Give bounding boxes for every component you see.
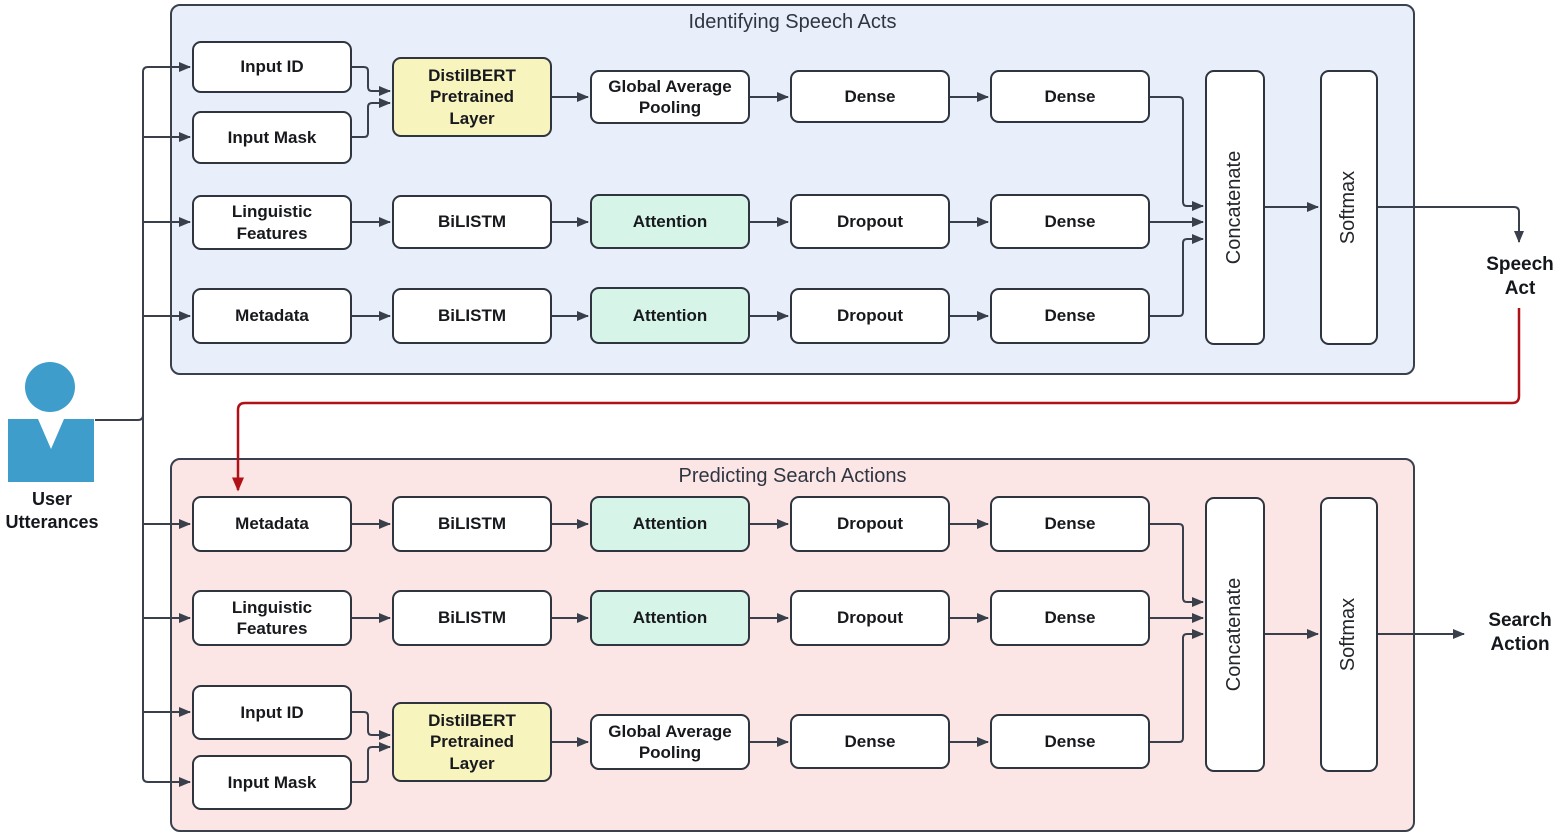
node-bilistm-bottom-2: BiLISTM — [392, 590, 552, 646]
node-dropout-top-1: Dropout — [790, 194, 950, 249]
node-label: Input Mask — [227, 127, 317, 147]
node-label: Dense — [1044, 211, 1096, 231]
node-label: Metadata — [235, 514, 309, 534]
node-label: BiLISTM — [438, 514, 506, 534]
node-input-id-bottom: Input ID — [192, 685, 352, 740]
node-label: Softmax — [1337, 597, 1360, 672]
connector-speech-act-to-metadata — [232, 308, 1521, 492]
node-linguistic-features-top: Linguistic Features — [192, 195, 352, 250]
connector-user-to-bottom — [142, 415, 191, 787]
connector — [1150, 629, 1204, 743]
node-label: Input ID — [240, 57, 304, 77]
node-label: Metadata — [235, 306, 309, 326]
node-label: BiLISTM — [438, 608, 506, 628]
node-dense-top-4: Dense — [990, 288, 1150, 344]
node-label: Softmax — [1337, 170, 1360, 245]
node-label: Dense — [844, 731, 896, 751]
node-label: Dense — [844, 86, 896, 106]
node-label: DistilBERT Pretrained Layer — [428, 66, 516, 128]
node-label: Input ID — [240, 702, 304, 722]
node-dense-bottom-1: Dense — [990, 496, 1150, 552]
node-label: Linguistic Features — [231, 202, 313, 243]
connector-user-to-top — [95, 62, 191, 421]
node-label: Global Average Pooling — [608, 721, 732, 762]
node-input-id-top: Input ID — [192, 41, 352, 93]
node-global-average-pooling-bottom: Global Average Pooling — [590, 714, 750, 770]
node-label: Dropout — [836, 514, 904, 534]
node-attention-top-1: Attention — [590, 194, 750, 249]
node-dense-bottom-3: Dense — [790, 714, 950, 769]
node-label: Attention — [632, 608, 708, 628]
node-label: Concatenate — [1223, 150, 1246, 265]
node-concatenate-bottom: Concatenate — [1205, 497, 1265, 772]
node-label: Dropout — [836, 211, 904, 231]
connector-softmax-to-speech-act — [1378, 206, 1524, 243]
connector — [352, 742, 391, 783]
node-label: Global Average Pooling — [608, 76, 732, 117]
node-label: Dense — [1044, 514, 1096, 534]
connector — [1150, 96, 1204, 211]
node-distilbert-top: DistilBERT Pretrained Layer — [392, 57, 552, 137]
node-input-mask-top: Input Mask — [192, 111, 352, 164]
node-attention-top-2: Attention — [590, 287, 750, 344]
node-dropout-bottom-1: Dropout — [790, 496, 950, 552]
user-utterances-label: User Utterances — [5, 489, 99, 532]
node-label: Input Mask — [227, 772, 317, 792]
connector — [1150, 523, 1204, 607]
node-label: Concatenate — [1223, 577, 1246, 692]
node-attention-bottom-2: Attention — [590, 590, 750, 646]
connector — [1150, 234, 1204, 317]
node-metadata-bottom: Metadata — [192, 496, 352, 552]
node-dense-bottom-2: Dense — [990, 590, 1150, 646]
node-global-average-pooling-top: Global Average Pooling — [590, 70, 750, 124]
node-attention-bottom-1: Attention — [590, 496, 750, 552]
node-label: BiLISTM — [438, 212, 506, 232]
node-label: Linguistic Features — [231, 597, 313, 638]
node-label: Dense — [1044, 306, 1096, 326]
node-label: Dense — [1044, 731, 1096, 751]
node-metadata-top: Metadata — [192, 288, 352, 344]
connector — [352, 66, 391, 96]
top-panel-title: Identifying Speech Acts — [688, 11, 897, 33]
node-label: BiLISTM — [438, 306, 506, 326]
node-dense-top-2: Dense — [990, 70, 1150, 123]
user-icon — [8, 362, 94, 482]
connector — [352, 98, 391, 138]
node-label: Attention — [632, 514, 708, 534]
node-linguistic-features-bottom: Linguistic Features — [192, 590, 352, 646]
node-distilbert-bottom: DistilBERT Pretrained Layer — [392, 702, 552, 782]
node-label: Attention — [632, 305, 708, 325]
connector — [352, 711, 391, 740]
node-label: Dense — [1044, 608, 1096, 628]
node-bilistm-bottom-1: BiLISTM — [392, 496, 552, 552]
node-dropout-bottom-2: Dropout — [790, 590, 950, 646]
node-dense-top-1: Dense — [790, 70, 950, 123]
node-label: Dropout — [836, 608, 904, 628]
node-input-mask-bottom: Input Mask — [192, 755, 352, 810]
node-label: Dropout — [836, 306, 904, 326]
node-softmax-top: Softmax — [1320, 70, 1378, 345]
node-concatenate-top: Concatenate — [1205, 70, 1265, 345]
node-dropout-top-2: Dropout — [790, 288, 950, 344]
search-action-label: Search Action — [1488, 610, 1552, 655]
node-dense-top-3: Dense — [990, 194, 1150, 249]
node-dense-bottom-4: Dense — [990, 714, 1150, 769]
node-label: Dense — [1044, 86, 1096, 106]
node-label: DistilBERT Pretrained Layer — [428, 711, 516, 773]
node-label: Attention — [632, 211, 708, 231]
bottom-panel-title: Predicting Search Actions — [678, 465, 907, 487]
node-softmax-bottom: Softmax — [1320, 497, 1378, 772]
node-bilistm-top-2: BiLISTM — [392, 288, 552, 344]
speech-act-label: Speech Act — [1486, 254, 1554, 299]
node-bilistm-top-1: BiLISTM — [392, 195, 552, 249]
